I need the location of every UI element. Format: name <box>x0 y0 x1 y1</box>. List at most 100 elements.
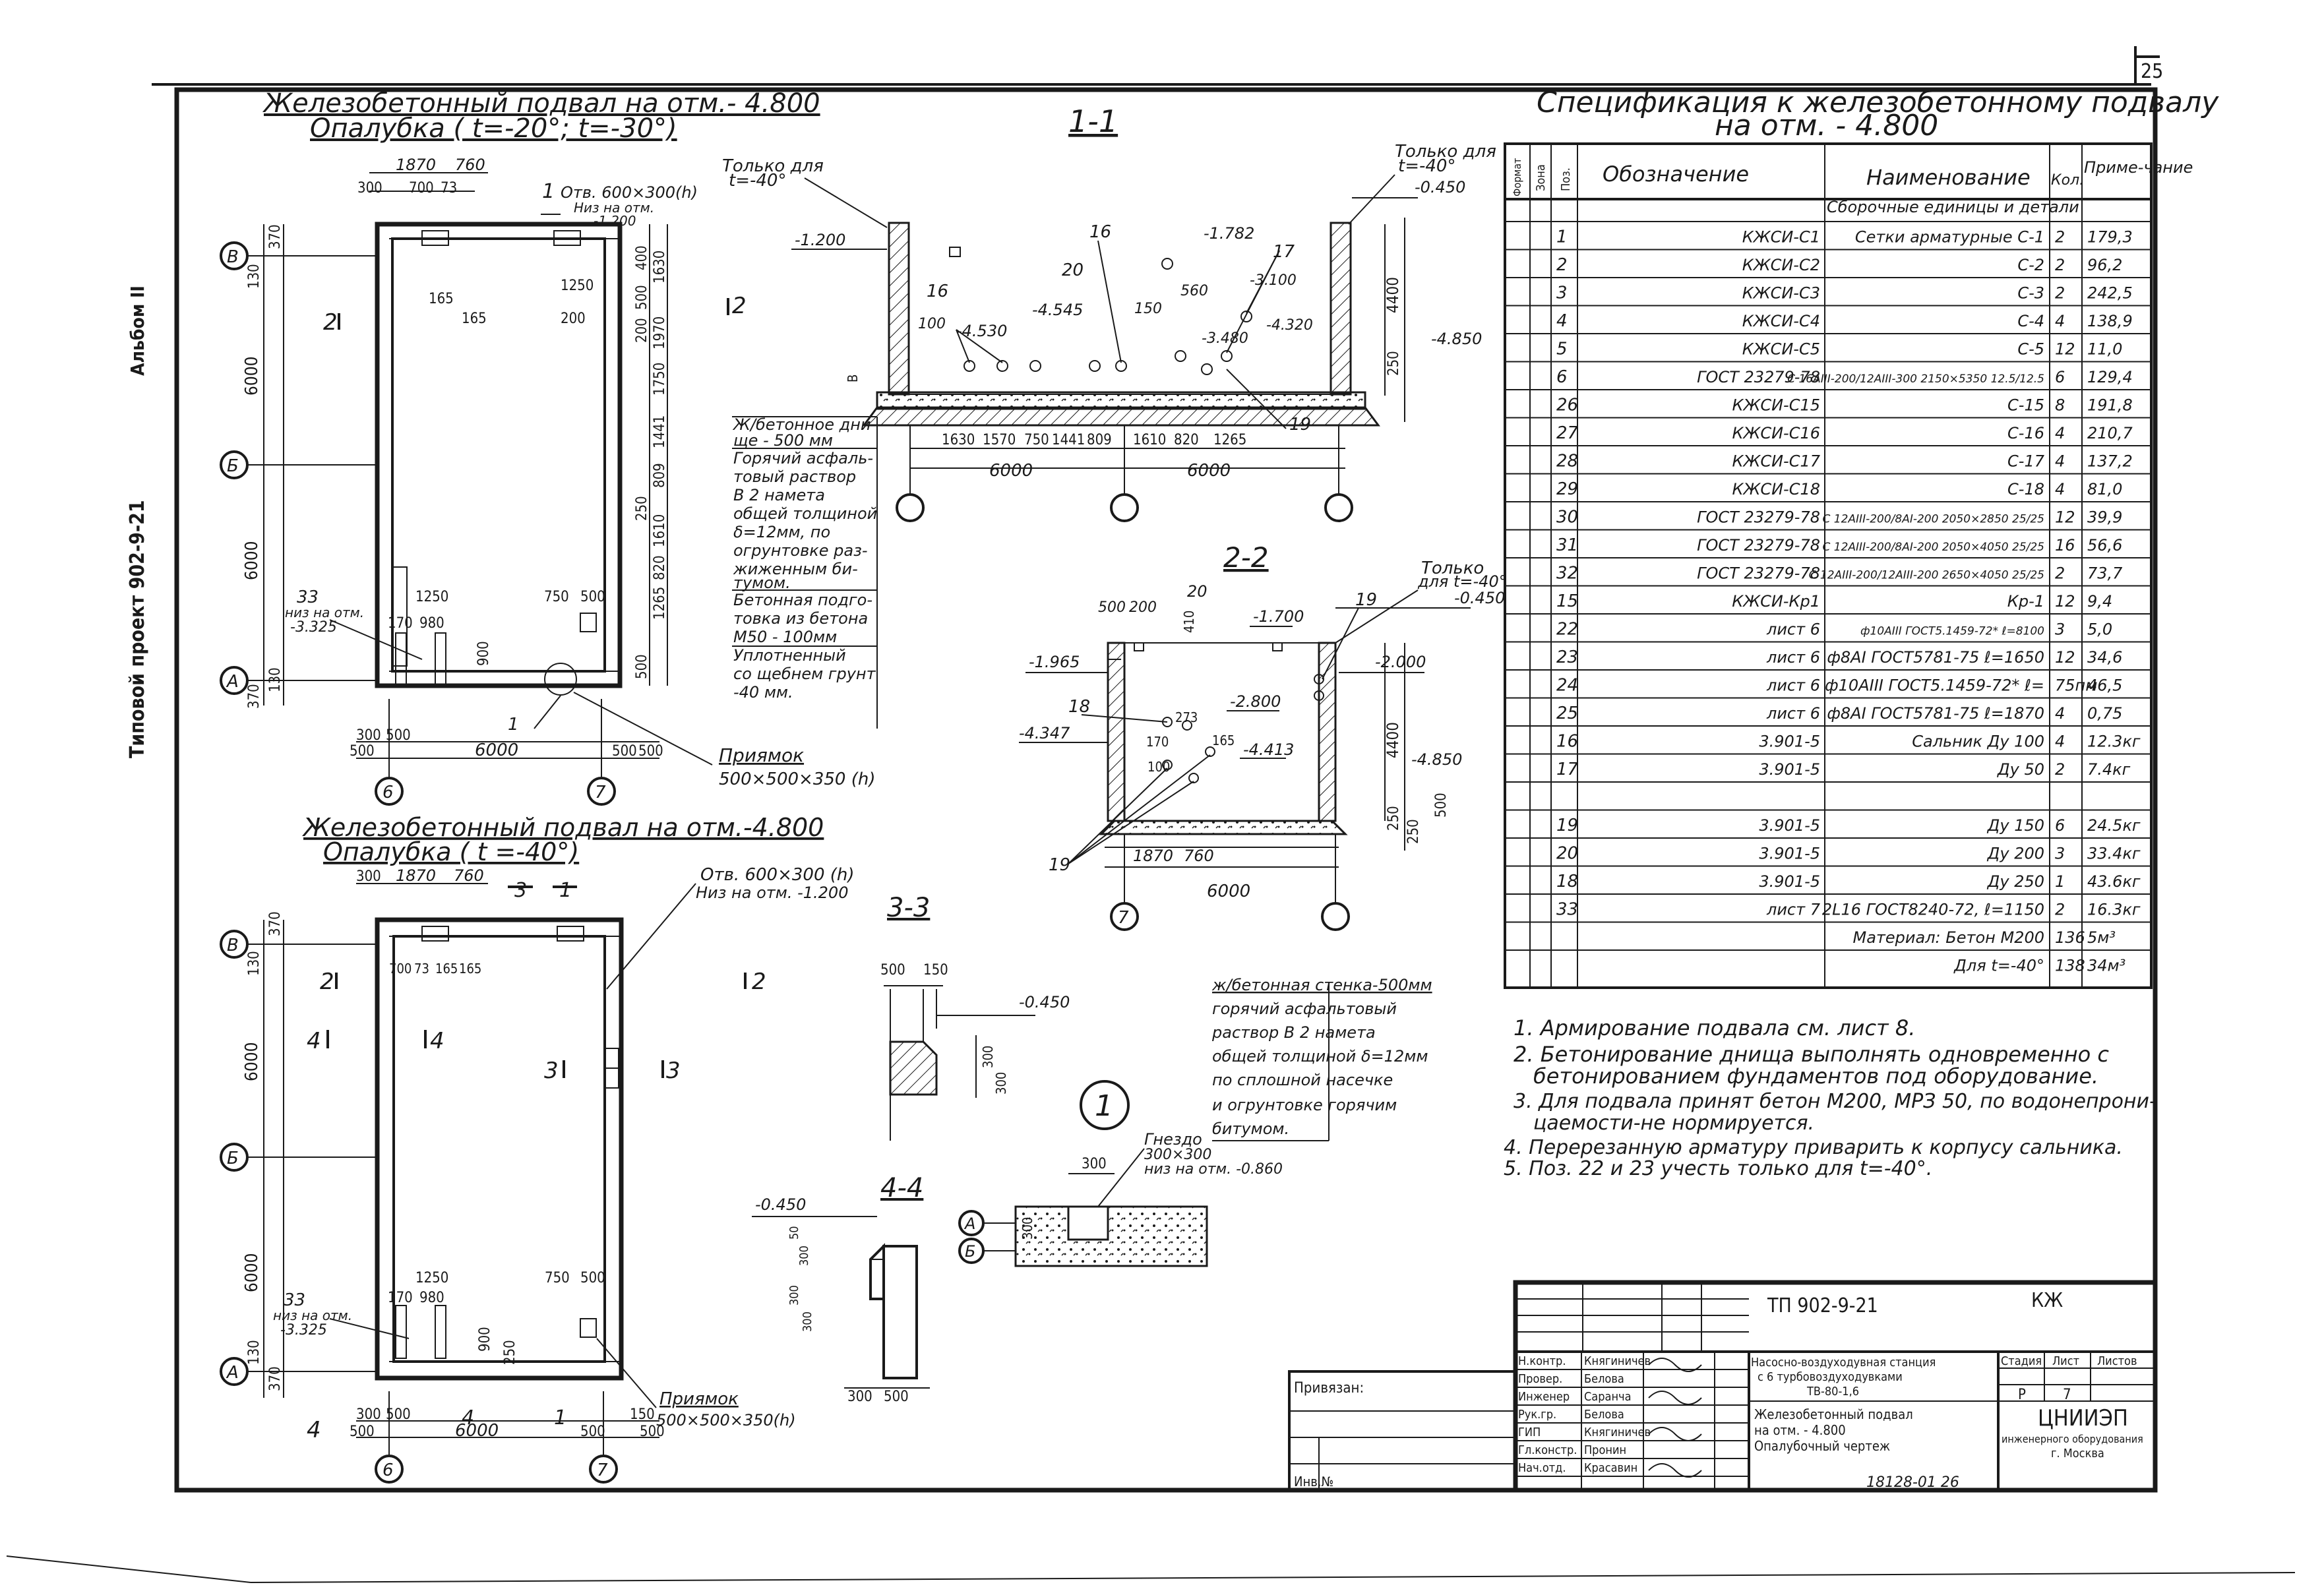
svg-text:20: 20 <box>1062 260 1084 280</box>
svg-text:-4.320: -4.320 <box>1266 317 1313 334</box>
svg-text:820: 820 <box>1174 432 1199 448</box>
svg-text:Саранча: Саранча <box>1584 1390 1632 1404</box>
svg-text:Приямок: Приямок <box>719 744 804 766</box>
svg-text:300: 300 <box>801 1311 814 1332</box>
svg-text:низ на отм.: низ на отм. <box>285 605 364 620</box>
svg-text:3: 3 <box>544 1058 559 1084</box>
svg-text:-2.800: -2.800 <box>1230 692 1281 711</box>
svg-text:6000: 6000 <box>455 1421 499 1441</box>
svg-text:410: 410 <box>1181 611 1197 633</box>
svg-text:тумом.: тумом. <box>733 574 791 592</box>
spec-cell-code: 3.901-5 <box>1759 816 1820 835</box>
plan-bottom-axes: В Б А 6 7 <box>220 930 618 1484</box>
svg-text:500: 500 <box>386 727 411 744</box>
svg-text:6000: 6000 <box>242 1253 262 1292</box>
svg-text:товый раствор: товый раствор <box>733 467 856 486</box>
section-3-3: 3-3 500 150 -0.450 300 300 <box>880 893 1070 1141</box>
svg-text:-0.450: -0.450 <box>1019 993 1070 1011</box>
spec-cell-pos: 31 <box>1556 535 1578 555</box>
svg-text:1250: 1250 <box>561 278 594 294</box>
svg-text:Н.контр.: Н.контр. <box>1518 1354 1566 1368</box>
svg-text:1: 1 <box>554 1406 566 1429</box>
svg-text:3: 3 <box>514 879 527 902</box>
svg-text:300: 300 <box>356 1406 381 1423</box>
svg-text:Гл.констр.: Гл.констр. <box>1518 1443 1577 1457</box>
spec-cell-pos: 23 <box>1556 647 1578 667</box>
spec-cell-code: КЖСИ-С16 <box>1732 424 1820 442</box>
spec-cell-name: С-3 <box>2017 284 2044 303</box>
svg-text:3-3: 3-3 <box>887 893 930 923</box>
svg-text:500: 500 <box>634 285 650 310</box>
spec-cell-code: КЖСИ-С17 <box>1732 452 1820 471</box>
svg-text:500: 500 <box>612 743 637 760</box>
svg-text:7: 7 <box>597 1460 608 1480</box>
spec-cell-note: 0,75 <box>2087 704 2122 723</box>
svg-text:250: 250 <box>502 1340 518 1365</box>
svg-text:700: 700 <box>409 180 434 196</box>
svg-text:Формат: Формат <box>1511 158 1523 196</box>
svg-text:1: 1 <box>542 180 555 203</box>
plan-bottom-outer-wall <box>375 917 624 1381</box>
section-2-2-title: 2-2 <box>1223 541 1269 574</box>
svg-text:Только для: Только для <box>722 156 824 176</box>
svg-text:100: 100 <box>918 316 946 332</box>
svg-text:Низ на отм.: Низ на отм. <box>574 200 654 216</box>
svg-text:200: 200 <box>561 311 586 327</box>
svg-text:500: 500 <box>350 743 375 760</box>
svg-text:500×500×350 (h): 500×500×350 (h) <box>719 769 875 789</box>
svg-text:для t=-40°: для t=-40° <box>1417 572 1507 591</box>
svg-text:130: 130 <box>267 667 284 692</box>
spec-cell-qty: 4 <box>2055 480 2065 498</box>
spec-cell-name: С-17 <box>2007 452 2045 471</box>
svg-text:370: 370 <box>246 684 262 709</box>
svg-text:1441: 1441 <box>1052 432 1085 448</box>
svg-text:-2.000: -2.000 <box>1375 653 1426 671</box>
svg-text:6: 6 <box>382 783 394 802</box>
svg-text:Кол.: Кол. <box>2051 172 2084 189</box>
svg-text:500: 500 <box>1433 793 1450 818</box>
spec-cell-note: 73,7 <box>2087 564 2123 583</box>
svg-text:6000: 6000 <box>242 541 262 580</box>
svg-text:В: В <box>845 375 861 382</box>
svg-text:-1.782: -1.782 <box>1204 224 1254 243</box>
spec-cell-note: 129,4 <box>2087 368 2133 386</box>
spec-cell-note: 96,2 <box>2087 256 2122 274</box>
svg-text:и огрунтовке горячим: и огрунтовке горячим <box>1212 1096 1397 1114</box>
spec-cell-code: 3.901-5 <box>1759 872 1820 891</box>
svg-text:500: 500 <box>634 654 650 679</box>
svg-text:с 6 турбовоздуходувками: с 6 турбовоздуходувками <box>1758 1370 1903 1384</box>
svg-text:300: 300 <box>980 1046 996 1068</box>
spec-cell-pos: 32 <box>1556 564 1578 584</box>
svg-text:общей толщиной δ=12мм: общей толщиной δ=12мм <box>1212 1047 1428 1066</box>
section-1-1-title: 1-1 <box>1068 104 1118 139</box>
specification-table: Спецификация к железобетонному подвалу н… <box>1504 86 2219 989</box>
svg-text:4: 4 <box>307 1028 321 1054</box>
svg-text:огрунтовке раз-: огрунтовке раз- <box>733 541 867 560</box>
spec-cell-qty: 12 <box>2055 592 2075 611</box>
spec-cell-code: КЖСИ-С3 <box>1742 284 1820 303</box>
svg-text:760: 760 <box>455 156 485 174</box>
spec-cell-pos: 28 <box>1556 452 1578 471</box>
svg-text:-1.200: -1.200 <box>795 231 845 249</box>
svg-text:инженерного оборудования: инженерного оборудования <box>2002 1433 2143 1445</box>
spec-cell-code: лист 7 <box>1766 901 1821 919</box>
plan-top-axes: В Б А 6 7 <box>220 241 616 806</box>
svg-text:Отв. 600×300 (h): Отв. 600×300 (h) <box>700 865 855 885</box>
spec-cell-pos: 4 <box>1556 311 1568 331</box>
svg-text:А: А <box>226 672 239 692</box>
spec-cell-qty: 1 <box>2055 872 2065 891</box>
svg-text:1870: 1870 <box>1133 847 1173 865</box>
svg-text:273: 273 <box>1175 709 1198 725</box>
section-2-2: 2-2 7 Только для t=-40° -0.450 500 200 2… <box>1019 541 1507 931</box>
svg-text:6: 6 <box>382 1460 394 1480</box>
plan-top-inner-wall <box>391 237 606 673</box>
svg-text:500: 500 <box>880 962 905 978</box>
svg-text:500: 500 <box>386 1406 411 1423</box>
spec-cell-name: ф10АIII ГОСТ5.1459-72* ℓ= <box>1825 676 2044 695</box>
svg-text:33: 33 <box>297 587 319 607</box>
svg-text:раствор В 2 намета: раствор В 2 намета <box>1211 1023 1376 1042</box>
svg-text:6000: 6000 <box>989 461 1033 481</box>
svg-text:500: 500 <box>640 1424 665 1440</box>
svg-text:Обозначение: Обозначение <box>1603 162 1749 187</box>
